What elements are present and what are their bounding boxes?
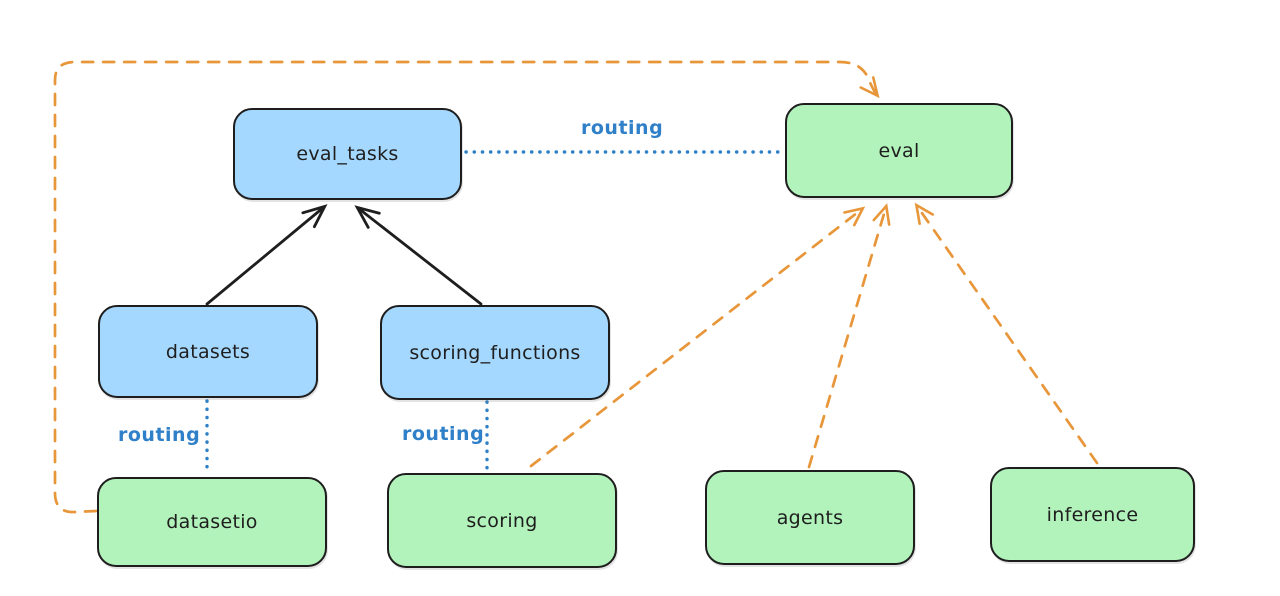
node-eval-tasks-label: eval_tasks: [296, 143, 399, 165]
node-scoring: scoring: [387, 473, 617, 568]
edge-label-routing-datasets-datasetio: routing: [118, 424, 201, 446]
edge-inference-to-eval: [914, 202, 1099, 465]
node-inference: inference: [990, 467, 1195, 562]
node-datasets: datasets: [98, 305, 318, 398]
edge-datasets-to-eval-tasks: [205, 204, 328, 306]
edge-agents-to-eval: [807, 203, 891, 469]
node-inference-label: inference: [1046, 503, 1139, 526]
node-eval: eval: [785, 103, 1013, 198]
node-agents: agents: [705, 470, 915, 565]
edge-scoring-functions-to-eval-tasks: [354, 205, 483, 306]
node-eval-tasks: eval_tasks: [233, 108, 462, 200]
node-eval-label: eval: [878, 139, 920, 162]
node-scoring-label: scoring: [466, 509, 538, 532]
node-datasetio: datasetio: [97, 477, 327, 567]
edge-label-routing-eval-tasks-eval: routing: [581, 117, 664, 139]
node-datasetio-label: datasetio: [166, 511, 258, 533]
node-scoring-functions-label: scoring_functions: [409, 341, 581, 364]
node-scoring-functions: scoring_functions: [380, 305, 610, 400]
node-agents-label: agents: [776, 506, 844, 529]
edge-label-routing-scoring-functions-scoring: routing: [402, 423, 485, 445]
node-datasets-label: datasets: [165, 340, 251, 363]
